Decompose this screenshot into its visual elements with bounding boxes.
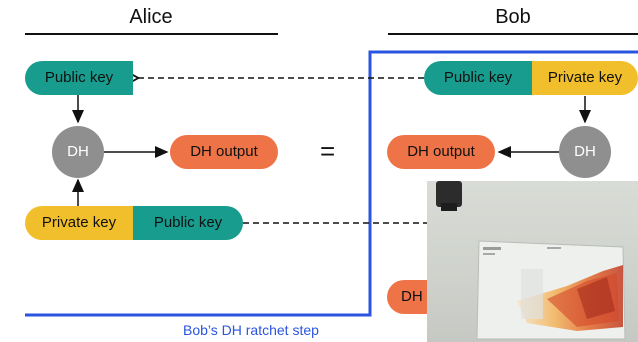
alice-header-rule	[25, 33, 278, 35]
bob-private-key: Private key	[532, 61, 638, 95]
wall-poster-photo-art	[436, 181, 626, 340]
bob-dh-output: DH output	[387, 135, 495, 169]
equals-sign: =	[320, 136, 336, 166]
bob-header: Bob	[495, 6, 531, 28]
bob-ratchet-boundary	[25, 50, 638, 317]
wall-poster-photo	[427, 181, 638, 342]
bob-header-rule	[388, 33, 638, 35]
alice-public-key-bottom: Public key	[133, 206, 243, 240]
alice-public-key-top: Public key	[25, 61, 133, 95]
ratchet-step-caption: Bob’s DH ratchet step	[183, 322, 319, 338]
bob-dh-node: DH	[559, 126, 611, 178]
alice-dh-output: DH output	[170, 135, 278, 169]
alice-private-key: Private key	[25, 206, 133, 240]
alice-dh-node: DH	[52, 126, 104, 178]
bob-public-key: Public key	[424, 61, 532, 95]
alice-header: Alice	[129, 6, 173, 28]
